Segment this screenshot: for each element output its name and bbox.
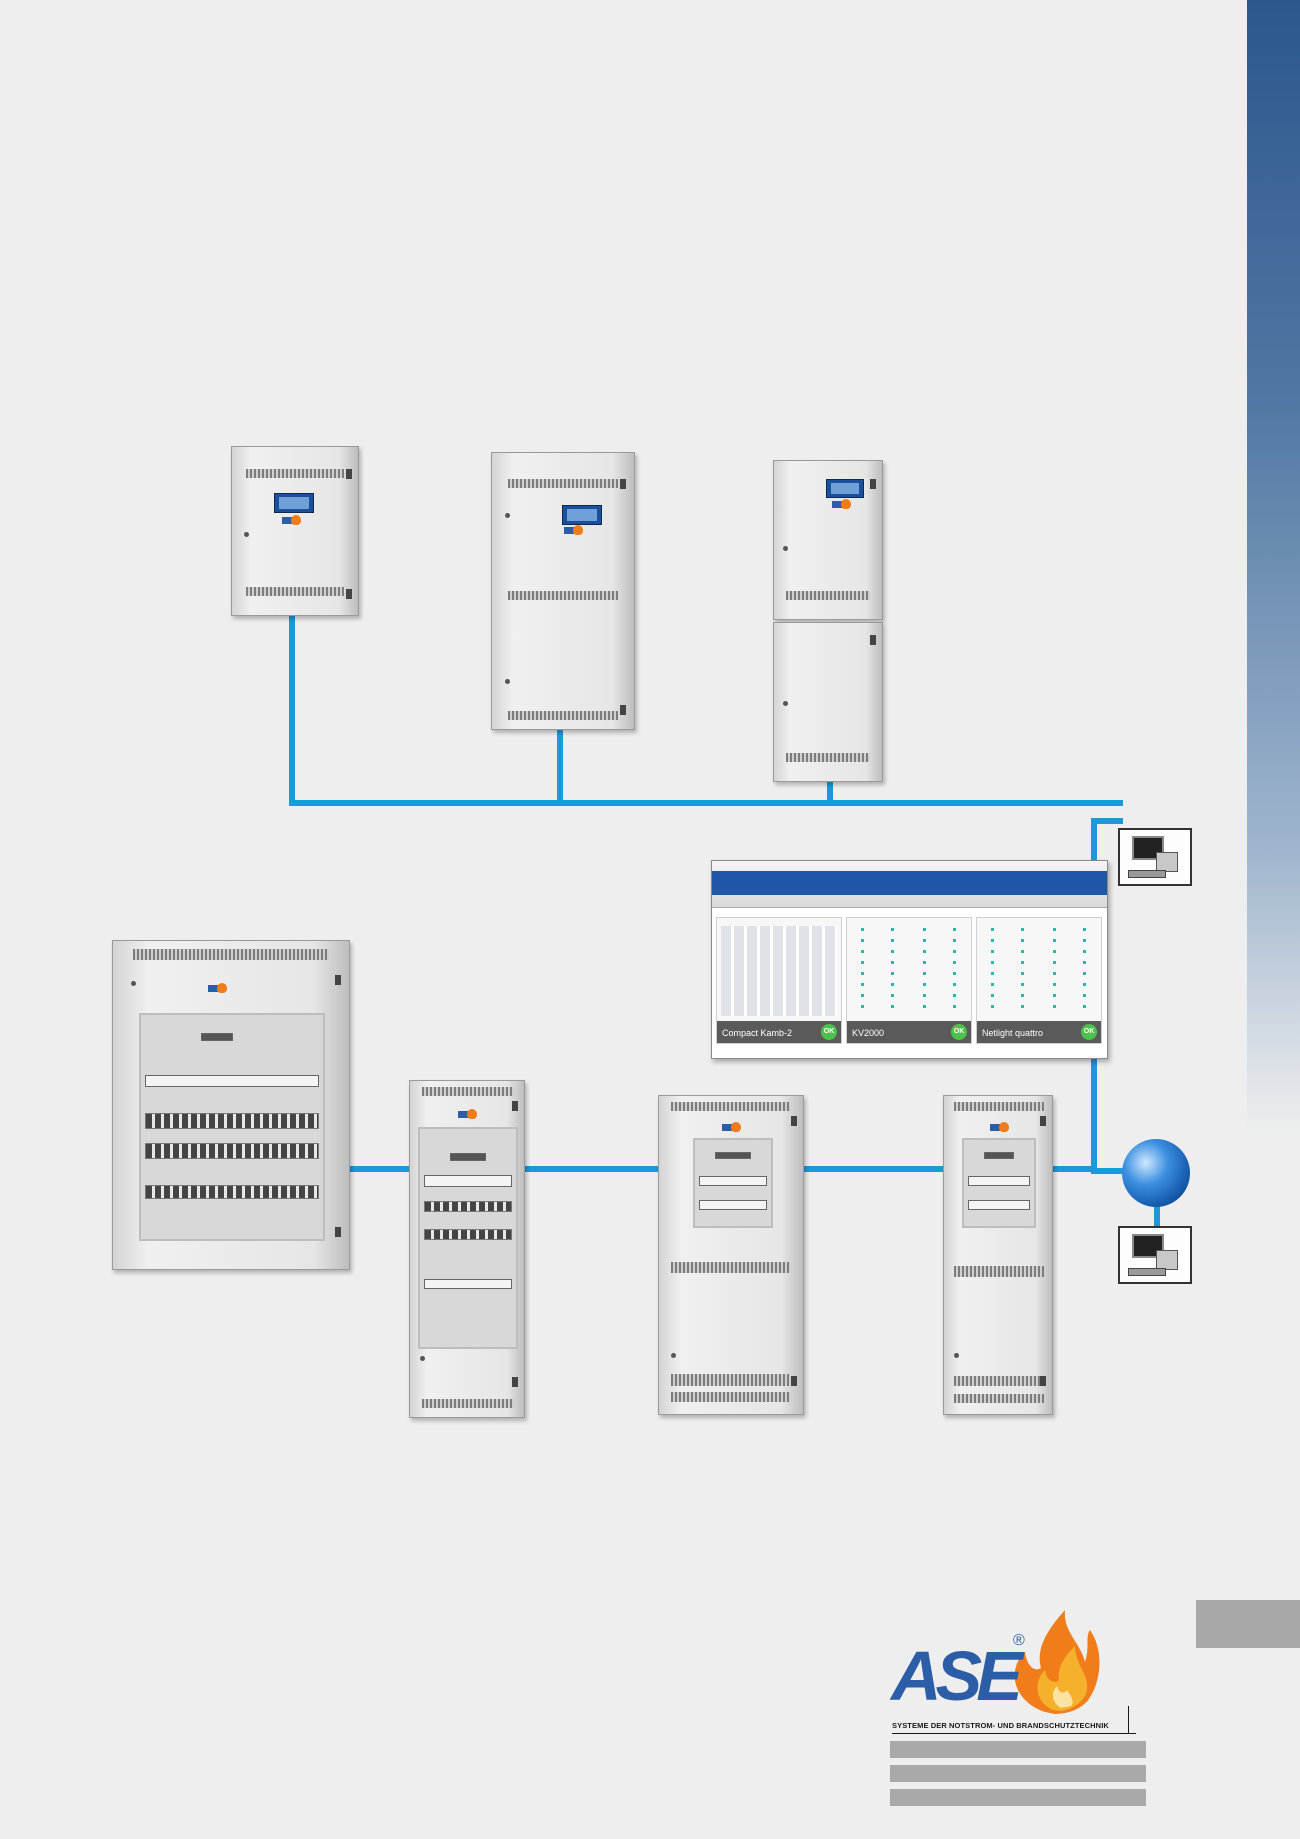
stacked-cabinet-lower: [773, 622, 883, 782]
address-bar: [890, 1789, 1146, 1806]
panel-label: Netlight quattro: [982, 1028, 1044, 1038]
bus-line: [1119, 818, 1123, 824]
computer-icon: [1118, 828, 1192, 886]
bus-line: [522, 1166, 660, 1172]
wall-cabinet-small: [231, 446, 359, 616]
system-panel: Netlight quattro OK: [976, 917, 1102, 1044]
brand-mark: [832, 499, 852, 509]
status-ok-badge: OK: [821, 1024, 837, 1040]
floor-cabinet-narrow: [943, 1095, 1053, 1415]
bus-line: [289, 615, 295, 806]
brand-mark: [722, 1122, 742, 1132]
control-display: [274, 493, 314, 513]
system-panel: KV2000 OK: [846, 917, 972, 1044]
brand-mark: [282, 515, 302, 525]
logo-tagline: SYSTEME DER NOTSTROM- UND BRANDSCHUTZTEC…: [892, 1721, 1109, 1730]
panel-label: Compact Kamb-2: [722, 1028, 793, 1038]
bus-line: [289, 800, 1123, 806]
cabinet-interior: [139, 1013, 325, 1241]
bus-line: [827, 780, 833, 806]
bus-line: [557, 730, 563, 806]
stacked-cabinet-upper: [773, 460, 883, 620]
cabinet-interior: [962, 1138, 1036, 1228]
brand-mark: [990, 1122, 1010, 1132]
address-bar: [890, 1741, 1146, 1758]
registered-mark: ®: [1013, 1632, 1025, 1649]
status-ok-badge: OK: [951, 1024, 967, 1040]
flame-icon: [1014, 1610, 1100, 1714]
monitoring-software-screen: Compact Kamb-2 OK KV2000 OK Netlight qua…: [711, 860, 1108, 1059]
bus-line: [1091, 818, 1119, 824]
floor-cabinet-window: [658, 1095, 804, 1415]
bus-line: [1154, 1195, 1160, 1227]
bus-line: [1091, 1168, 1131, 1174]
system-panel: Compact Kamb-2 OK: [716, 917, 842, 1044]
cabinet-interior: [418, 1127, 518, 1349]
logo-rule: [892, 1733, 1136, 1734]
wall-cabinet-tall: [491, 452, 635, 730]
panel-label: KV2000: [852, 1028, 885, 1038]
ase-logo: ASE ®: [885, 1602, 1155, 1720]
cabinet-interior: [693, 1138, 773, 1228]
control-display: [826, 479, 864, 498]
logo-wordmark: ASE: [891, 1637, 1023, 1715]
brand-mark: [564, 525, 584, 535]
address-bar: [890, 1765, 1146, 1782]
open-wall-cabinet: [112, 940, 350, 1270]
bus-line: [1050, 1166, 1094, 1172]
status-ok-badge: OK: [1081, 1024, 1097, 1040]
brand-mark: [458, 1109, 478, 1119]
page-tab-marker: [1196, 1600, 1300, 1648]
logo-rule: [1128, 1706, 1129, 1734]
control-display: [562, 505, 602, 525]
computer-icon: [1118, 1226, 1192, 1284]
bus-line: [802, 1166, 944, 1172]
screen-toolbar: [712, 861, 1107, 908]
bus-line: [348, 1166, 410, 1172]
rack-cabinet-narrow: [409, 1080, 525, 1418]
globe-icon: [1122, 1139, 1190, 1207]
brand-mark: [208, 983, 228, 993]
side-color-bar: [1247, 0, 1300, 1130]
